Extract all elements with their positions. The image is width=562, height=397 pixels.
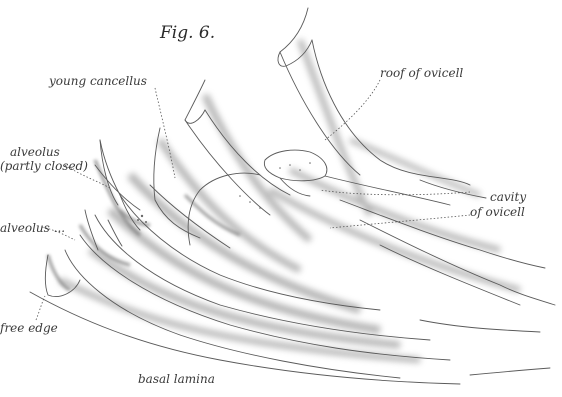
figure-title: Fig. 6.: [160, 26, 215, 40]
label-young-cancellus: young cancellus: [49, 74, 147, 88]
label-free-edge: free edge: [0, 321, 58, 335]
leader-lines: [36, 80, 470, 320]
label-alveolus-partly-closed-1: alveolus: [10, 145, 60, 159]
label-alveolus: alveolus ...: [0, 221, 65, 235]
label-cavity-1: cavity: [490, 190, 526, 204]
label-cavity-2: of ovicell: [470, 205, 525, 219]
label-alveolus-partly-closed-2: (partly closed): [0, 159, 88, 173]
label-basal-lamina: basal lamina: [138, 372, 215, 386]
label-roof-of-ovicell: roof of ovicell: [380, 66, 463, 80]
